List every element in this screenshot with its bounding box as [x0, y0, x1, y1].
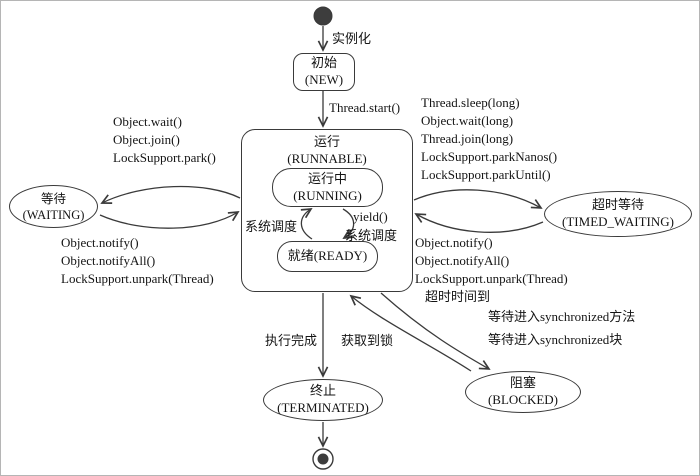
label-line: Thread.sleep(long) — [421, 95, 520, 110]
state-runnable-en: (RUNNABLE) — [287, 150, 367, 166]
label-line: Thread.join(long) — [421, 131, 514, 146]
state-timed-waiting-en: (TIMED_WAITING) — [562, 214, 674, 229]
state-runnable-name: 运行 — [313, 134, 340, 149]
start-state-icon — [313, 6, 333, 26]
state-waiting-en: (WAITING) — [22, 207, 85, 222]
label-line: 超时时间到 — [425, 289, 491, 304]
label-line: LockSupport.parkUntil() — [421, 167, 551, 182]
label-system-schedule-left: 系统调度 — [245, 219, 298, 234]
edge-runnable-to-timed-waiting — [413, 189, 543, 209]
label-line: LockSupport.unpark(Thread) — [415, 271, 568, 286]
state-new-name: 初始 — [310, 55, 337, 71]
label-runnable-to-timed-waiting: Thread.sleep(long) Object.wait(long) Thr… — [421, 94, 557, 184]
label-line: LockSupport.parkNanos() — [421, 149, 558, 164]
label-line: Object.notifyAll() — [61, 253, 156, 268]
label-instantiate: 实例化 — [332, 31, 372, 46]
final-state-ring — [312, 448, 334, 470]
state-new: 初始 (NEW) — [293, 53, 355, 91]
label-line: Object.wait(long) — [421, 113, 514, 128]
state-ready-name: 就绪(READY) — [287, 248, 368, 264]
label-thread-start: Thread.start() — [329, 100, 401, 115]
label-acquire-lock: 获取到锁 — [341, 333, 394, 348]
label-line: 等待进入synchronized块 — [488, 332, 623, 347]
state-running-name: 运行中 — [307, 170, 347, 186]
label-line: LockSupport.unpark(Thread) — [61, 271, 214, 286]
label-line: Object.join() — [113, 132, 180, 147]
state-waiting-name: 等待 — [40, 191, 66, 206]
label-line: Object.wait() — [113, 114, 182, 129]
label-line: Object.notify() — [61, 235, 139, 250]
label-line: Object.notify() — [415, 235, 493, 250]
state-blocked-en: (BLOCKED) — [487, 392, 559, 407]
state-terminated-en: (TERMINATED) — [277, 400, 369, 415]
edge-runnable-to-waiting — [100, 185, 241, 204]
state-running: 运行中 (RUNNING) — [272, 168, 383, 207]
state-ready: 就绪(READY) — [277, 241, 378, 272]
state-waiting: 等待 (WAITING) — [9, 185, 98, 228]
label-line: LockSupport.park() — [113, 150, 216, 165]
label-run-complete: 执行完成 — [265, 333, 318, 348]
state-new-en: (NEW) — [304, 72, 344, 87]
label-line: Object.notifyAll() — [415, 253, 510, 268]
label-runnable-to-waiting: Object.wait() Object.join() LockSupport.… — [113, 113, 216, 167]
edge-timed-waiting-to-runnable — [414, 213, 544, 233]
label-runnable-to-blocked: 等待进入synchronized方法 等待进入synchronized块 — [488, 308, 635, 349]
state-blocked-name: 阻塞 — [509, 375, 536, 391]
edge-waiting-to-runnable — [99, 210, 240, 229]
label-system-schedule-right: 系统调度 — [345, 228, 398, 243]
label-yield: yield() — [353, 209, 388, 224]
label-waiting-to-runnable: Object.notify() Object.notifyAll() LockS… — [61, 234, 214, 288]
state-timed-waiting-name: 超时等待 — [591, 197, 644, 213]
state-terminated-name: 终止 — [309, 383, 336, 399]
label-timed-waiting-to-runnable: Object.notify() Object.notifyAll() LockS… — [415, 234, 568, 306]
state-blocked: 阻塞 (BLOCKED) — [465, 371, 581, 413]
state-terminated: 终止 (TERMINATED) — [263, 379, 383, 421]
state-timed-waiting: 超时等待 (TIMED_WAITING) — [544, 191, 692, 237]
state-running-en: (RUNNING) — [293, 187, 362, 203]
final-state-icon — [317, 453, 329, 465]
label-line: 等待进入synchronized方法 — [488, 309, 636, 324]
